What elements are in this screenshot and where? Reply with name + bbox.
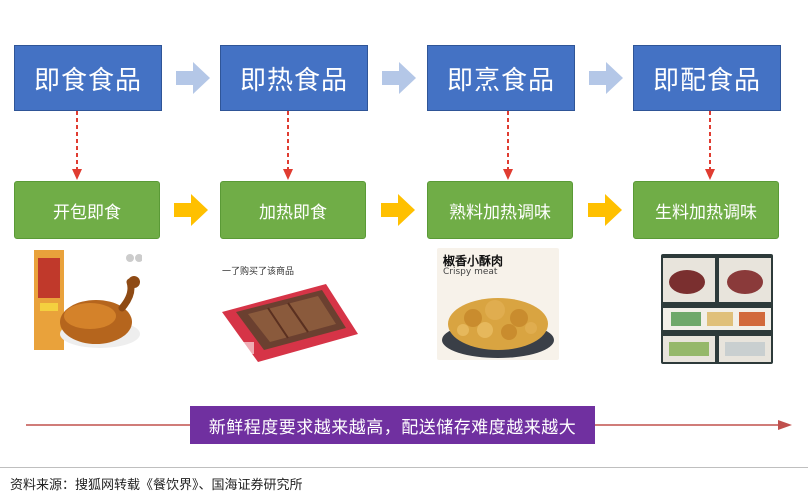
dashed-down-arrow-icon [503, 111, 513, 180]
method-box-cooked-heat-season: 熟料加热调味 [427, 181, 573, 239]
flow-arrow-icon [382, 62, 416, 94]
purchase-tag: 一了购买了该商品 [218, 264, 299, 277]
raw-meal-kit-photo [661, 254, 773, 364]
dashed-down-arrow-icon [705, 111, 715, 180]
flow-arrow-icon [174, 194, 208, 226]
flow-arrow-icon [588, 194, 622, 226]
stage-label: 即烹食品 [446, 65, 555, 96]
stage-box-ready-to-cook: 即烹食品 [427, 45, 575, 111]
flow-arrow-icon [381, 194, 415, 226]
roast-duck-photo [30, 248, 142, 360]
stage-box-ready-to-eat: 即食食品 [14, 45, 162, 111]
stage-box-ready-to-assemble: 即配食品 [633, 45, 781, 111]
crispy-pork-bowl-photo: 椒香小酥肉 Crispy meat [437, 248, 559, 360]
banner-text: 新鲜程度要求越来越高，配送储存难度越来越大 [208, 417, 577, 438]
method-box-open-and-eat: 开包即食 [14, 181, 160, 239]
flow-arrow-icon [176, 62, 210, 94]
trend-banner: 新鲜程度要求越来越高，配送储存难度越来越大 [190, 406, 595, 444]
method-box-raw-heat-season: 生料加热调味 [633, 181, 779, 239]
dashed-down-arrow-icon [283, 111, 293, 180]
method-label: 加热即食 [259, 202, 327, 223]
packaged-meat-photo: 一了购买了该商品 [218, 262, 360, 362]
dashed-down-arrow-icon [72, 111, 82, 180]
method-label: 开包即食 [53, 202, 121, 223]
stage-label: 即配食品 [652, 65, 761, 96]
stage-box-ready-to-heat: 即热食品 [220, 45, 368, 111]
stage-label: 即食食品 [33, 65, 142, 96]
method-label: 熟料加热调味 [449, 202, 551, 223]
product-title-en: Crispy meat [443, 267, 498, 277]
product-title-cn: 椒香小酥肉 [443, 254, 504, 268]
footer-divider [0, 467, 808, 468]
method-box-heat-and-eat: 加热即食 [220, 181, 366, 239]
stage-label: 即热食品 [239, 65, 348, 96]
flow-arrow-icon [589, 62, 623, 94]
source-note: 资料来源：搜狐网转载《餐饮界》、国海证券研究所 [10, 478, 303, 493]
method-label: 生料加热调味 [655, 202, 757, 223]
